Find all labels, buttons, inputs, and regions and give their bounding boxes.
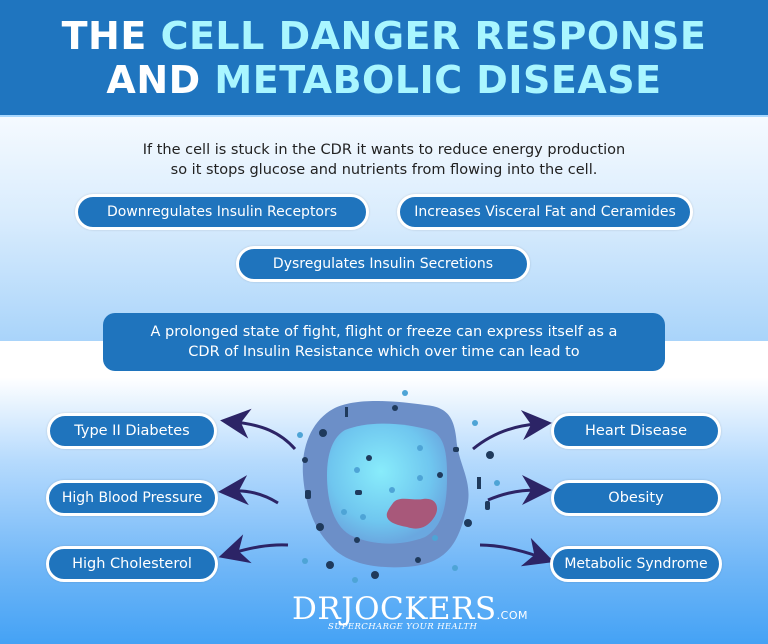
title-line-2: AND METABOLIC DISEASE (0, 58, 768, 102)
logo-name: JOCKERS (341, 591, 497, 627)
outcome-pill-metabolic-syndrome: Metabolic Syndrome (550, 546, 722, 582)
outcome-pill-obesity: Obesity (551, 480, 721, 516)
outcome-pill-high-blood-pressure: High Blood Pressure (46, 480, 218, 516)
title-accent-text: CELL DANGER RESPONSE (160, 14, 707, 58)
effect-pill: Dysregulates Insulin Secretions (236, 246, 530, 282)
outcome-pill-type2-diabetes: Type II Diabetes (47, 413, 217, 449)
outcome-pill-high-cholesterol: High Cholesterol (46, 546, 218, 582)
cell-nucleus (386, 498, 438, 529)
effect-pill: Downregulates Insulin Receptors (75, 194, 369, 230)
cell-illustration (297, 390, 500, 583)
intro-line-2: so it stops glucose and nutrients from f… (170, 162, 598, 178)
title-white-text: AND (106, 58, 201, 102)
effect-pill: Increases Visceral Fat and Ceramides (397, 194, 693, 230)
insulin-resistance-note: A prolonged state of fight, flight or fr… (103, 313, 665, 371)
logo-brand: DRJOCKERS.COM (292, 591, 527, 633)
arrow-to-heart-disease (472, 410, 552, 451)
header-banner: THE CELL DANGER RESPONSE AND METABOLIC D… (0, 0, 768, 117)
note-line-2: CDR of Insulin Resistance which over tim… (188, 344, 580, 360)
arrow-to-high-cholesterol (218, 534, 289, 564)
arrow-to-high-blood-pressure (218, 475, 279, 506)
cell-particles-light (297, 390, 500, 583)
outcome-pill-heart-disease: Heart Disease (551, 413, 721, 449)
title-accent-text: METABOLIC DISEASE (214, 58, 662, 102)
arrow-to-obesity (487, 475, 552, 506)
drjockers-logo: DRJOCKERS.COM SUPERCHARGE YOUR HEALTH (292, 591, 527, 638)
note-line-1: A prolonged state of fight, flight or fr… (150, 324, 618, 340)
arrow-to-type2-diabetes (220, 408, 297, 450)
arrow-to-metabolic-syndrome (479, 537, 555, 567)
cell-particles (302, 405, 494, 579)
title-white-text: THE (61, 14, 147, 58)
title-line-1: THE CELL DANGER RESPONSE (0, 0, 768, 58)
intro-text: If the cell is stuck in the CDR it wants… (80, 140, 688, 180)
intro-line-1: If the cell is stuck in the CDR it wants… (142, 142, 626, 158)
logo-dr: DR (292, 591, 342, 627)
logo-suffix: .COM (496, 609, 528, 622)
logo-tagline: SUPERCHARGE YOUR HEALTH (328, 622, 478, 632)
